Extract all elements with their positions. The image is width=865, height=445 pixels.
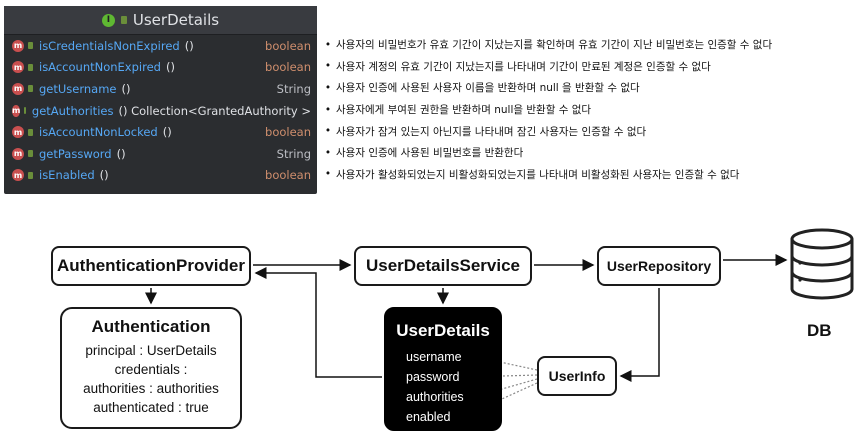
method-icon: m	[12, 169, 24, 182]
bullet: •	[324, 38, 332, 51]
bullet: •	[324, 168, 332, 181]
arrow-repository-to-userinfo	[619, 288, 660, 382]
description-item: • 사용자가 활성화되었는지 비활성화되었는지를 나타내며 비활성화된 사용자는 …	[320, 164, 860, 186]
method-row[interactable]: m getAuthorities () Collection<GrantedAu…	[4, 100, 317, 122]
method-icon: m	[12, 104, 21, 117]
authentication-field: principal : UserDetails	[85, 343, 217, 358]
bullet: •	[324, 60, 332, 73]
dotted-userinfo-password	[468, 373, 538, 381]
user-details-field: authorities	[406, 390, 464, 404]
user-details-box: UserDetails username password authoritie…	[384, 307, 502, 431]
description-item: • 사용자의 비밀번호가 유효 기간이 지났는지를 확인하며 유효 기간이 지난 …	[320, 34, 860, 56]
public-icon	[28, 85, 33, 93]
description-text: 사용자 계정의 유효 기간이 지났는지를 나타내며 기간이 만료된 계정은 인증…	[336, 60, 711, 73]
description-text: 사용자가 활성화되었는지 비활성화되었는지를 나타내며 비활성화된 사용자는 인…	[336, 168, 740, 181]
method-icon: m	[12, 61, 24, 74]
arrow-userdetails-to-provider	[254, 267, 382, 378]
method-params: ()	[162, 125, 172, 140]
method-params: ()	[165, 60, 175, 75]
user-info-box: UserInfo	[537, 356, 617, 396]
description-item: • 사용자가 잠겨 있는지 아닌지를 나타내며 잠긴 사용자는 인증할 수 없다	[320, 120, 860, 142]
authentication-field: credentials :	[114, 362, 188, 377]
public-icon	[28, 150, 33, 158]
description-item: • 사용자에게 부여된 권한을 반환하며 null을 반환할 수 없다	[320, 99, 860, 121]
authentication-box: Authentication principal : UserDetails c…	[60, 307, 242, 429]
dotted-userinfo-authorities	[472, 378, 538, 399]
method-type: String	[276, 81, 311, 96]
user-details-field: enabled	[406, 410, 451, 424]
public-icon	[28, 63, 33, 71]
method-name: getPassword	[39, 146, 112, 161]
user-details-title: UserDetails	[396, 321, 490, 340]
method-name: isCredentialsNonExpired	[39, 38, 180, 53]
description-text: 사용자의 비밀번호가 유효 기간이 지났는지를 확인하며 유효 기간이 지난 비…	[336, 39, 773, 52]
description-text: 사용자가 잠겨 있는지 아닌지를 나타내며 잠긴 사용자는 인증할 수 없다	[336, 125, 647, 138]
method-type: boolean	[265, 60, 311, 75]
method-icon: m	[12, 39, 24, 52]
ide-title: UserDetails	[132, 11, 220, 29]
description-item: • 사용자 인증에 사용된 사용자 이름을 반환하며 null 을 반환할 수 없…	[320, 77, 860, 99]
bullet: •	[324, 146, 332, 159]
method-row[interactable]: m isAccountNonExpired () boolean	[4, 57, 317, 79]
ide-header: I UserDetails	[4, 6, 317, 35]
interface-icon: I	[101, 13, 115, 27]
description-item: • 사용자 인증에 사용된 비밀번호를 반환한다	[320, 142, 860, 164]
description-item: • 사용자 계정의 유효 기간이 지났는지를 나타내며 기간이 만료된 계정은 인…	[320, 56, 860, 78]
db-label: DB	[807, 321, 832, 340]
authentication-title: Authentication	[91, 317, 211, 336]
description-text: 사용자에게 부여된 권한을 반환하며 null을 반환할 수 없다	[336, 104, 592, 117]
authentication-provider-box: AuthenticationProvider	[51, 246, 251, 286]
method-row[interactable]: m isCredentialsNonExpired () boolean	[4, 35, 317, 57]
method-params: () Collection<GrantedAuthority >	[118, 103, 311, 118]
method-params: ()	[99, 168, 109, 183]
method-row[interactable]: m isEnabled () boolean	[4, 165, 317, 187]
public-icon	[120, 16, 127, 24]
public-icon	[28, 128, 33, 136]
method-row[interactable]: m getUsername () String	[4, 78, 317, 100]
user-repository-box: UserRepository	[597, 246, 721, 286]
method-params: ()	[121, 81, 131, 96]
ide-structure-panel: I UserDetails m isCredentialsNonExpired …	[4, 6, 317, 194]
description-list: • 사용자의 비밀번호가 유효 기간이 지났는지를 확인하며 유효 기간이 지난 …	[320, 34, 860, 185]
method-params: ()	[116, 146, 126, 161]
method-name: getUsername	[39, 81, 117, 96]
method-icon: m	[12, 126, 24, 139]
user-details-field: username	[406, 350, 462, 364]
public-icon	[24, 107, 26, 115]
method-type: boolean	[265, 125, 311, 140]
method-type: boolean	[265, 168, 311, 183]
method-params: ()	[184, 38, 194, 53]
dotted-userinfo-username	[470, 353, 538, 371]
bullet: •	[324, 81, 332, 94]
method-name: getAuthorities	[31, 103, 114, 118]
method-name: isAccountNonLocked	[39, 125, 158, 140]
method-icon: m	[12, 147, 24, 160]
user-details-field: password	[406, 370, 460, 384]
method-row[interactable]: m getPassword () String	[4, 143, 317, 165]
authentication-field: authorities : authorities	[83, 381, 219, 396]
public-icon	[28, 42, 33, 50]
method-name: isAccountNonExpired	[39, 60, 161, 75]
dotted-userinfo-enabled	[467, 382, 538, 415]
bullet: •	[324, 125, 332, 138]
bullet: •	[324, 103, 332, 116]
public-icon	[28, 171, 33, 179]
method-icon: m	[12, 82, 24, 95]
method-name: isEnabled	[39, 168, 95, 183]
method-row[interactable]: m isAccountNonLocked () boolean	[4, 121, 317, 143]
user-details-service-box: UserDetailsService	[354, 246, 532, 286]
description-text: 사용자 인증에 사용된 사용자 이름을 반환하며 null 을 반환할 수 없다	[336, 82, 640, 95]
database-icon	[790, 228, 854, 300]
method-type: boolean	[265, 38, 311, 53]
authentication-field: authenticated : true	[93, 400, 209, 415]
method-type: String	[276, 146, 311, 161]
description-text: 사용자 인증에 사용된 비밀번호를 반환한다	[336, 147, 524, 160]
